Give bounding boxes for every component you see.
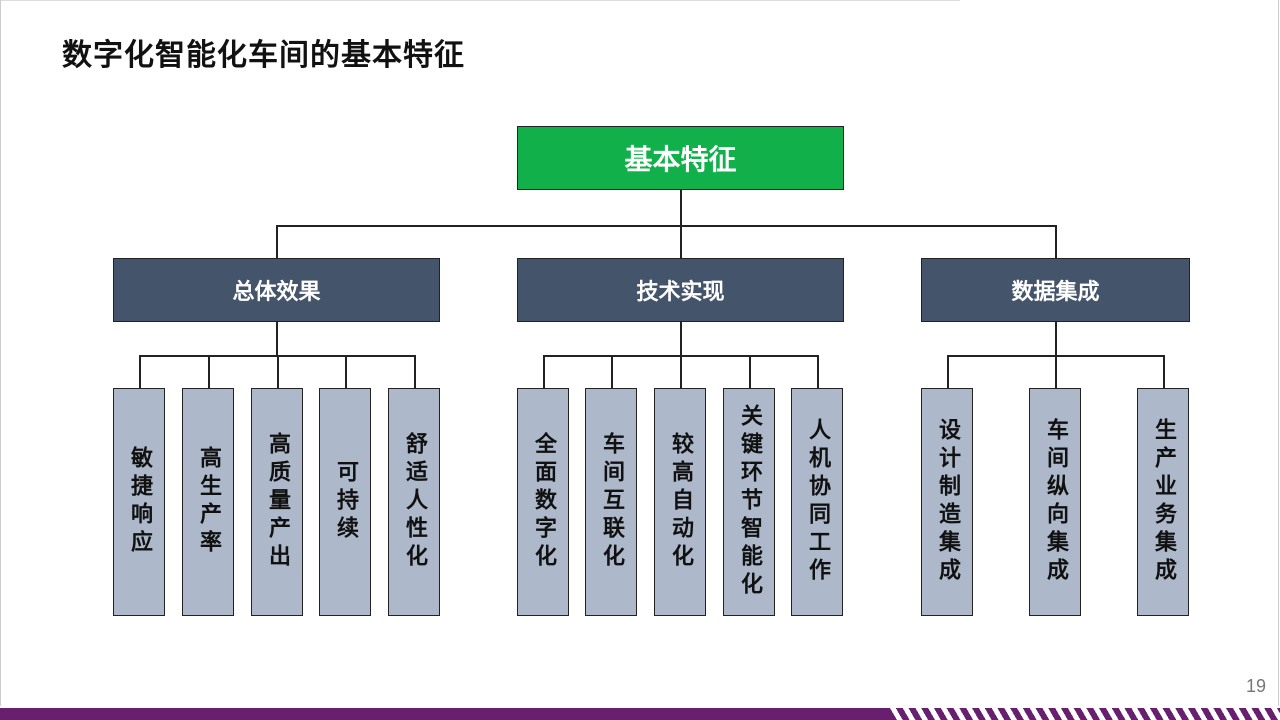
group-node-data-integration: 数据集成 [921, 258, 1190, 322]
footer-stripes [890, 708, 1280, 720]
leaf-node: 车间互联化 [585, 388, 637, 616]
leaf-node: 人机协同工作 [791, 388, 843, 616]
connector [276, 225, 1056, 227]
connector [276, 225, 278, 258]
connector [749, 355, 751, 388]
leaf-node: 较高自动化 [654, 388, 706, 616]
group-node-overall-effect: 总体效果 [113, 258, 440, 322]
slide-title: 数字化智能化车间的基本特征 [62, 38, 465, 73]
leaf-node: 全面数字化 [517, 388, 569, 616]
leaf-node: 舒适人性化 [388, 388, 440, 616]
connector [1055, 225, 1057, 258]
leaf-node: 车间纵向集成 [1029, 388, 1081, 616]
top-border [0, 0, 960, 1]
connector [817, 355, 819, 388]
leaf-node: 可持续 [319, 388, 371, 616]
leaf-node: 关键环节智能化 [723, 388, 775, 616]
connector [277, 355, 279, 388]
connector [1055, 355, 1057, 388]
leaf-node: 高生产率 [182, 388, 234, 616]
connector [680, 190, 682, 225]
connector [680, 355, 682, 388]
group-node-tech-implementation: 技术实现 [517, 258, 844, 322]
root-node: 基本特征 [517, 126, 844, 190]
connector [680, 322, 682, 355]
footer-bar [0, 708, 890, 720]
connector [947, 355, 949, 388]
page-number: 19 [1245, 676, 1266, 696]
connector [208, 355, 210, 388]
connector [1163, 355, 1165, 388]
connector [414, 355, 416, 388]
leaf-node: 生产业务集成 [1137, 388, 1189, 616]
connector [139, 355, 141, 388]
connector [680, 225, 682, 258]
connector [1055, 322, 1057, 355]
leaf-node: 敏捷响应 [113, 388, 165, 616]
leaf-node: 高质量产出 [251, 388, 303, 616]
connector [345, 355, 347, 388]
connector [276, 322, 278, 355]
connector [543, 355, 545, 388]
left-border [0, 0, 1, 706]
connector [611, 355, 613, 388]
leaf-node: 设计制造集成 [921, 388, 973, 616]
right-border [1278, 0, 1279, 706]
